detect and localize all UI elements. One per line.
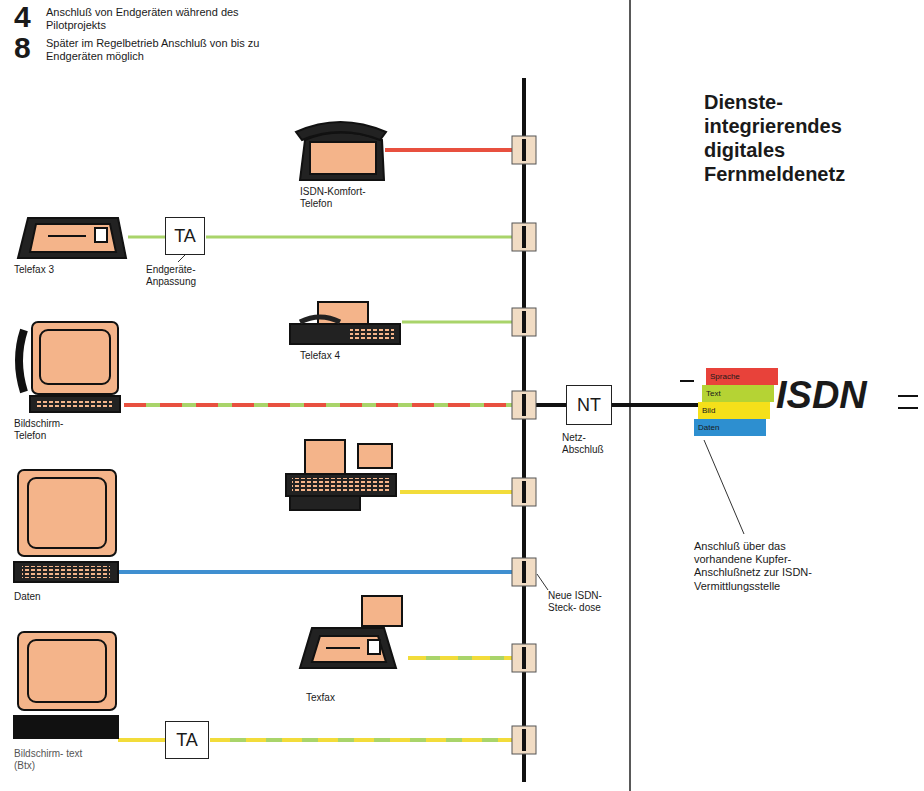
note: Anschluß von Endgeräten während des Pilo…: [46, 6, 286, 32]
adapter-box: TA: [165, 217, 205, 255]
connector-line: [612, 403, 698, 407]
logo-text: ISDN: [776, 376, 906, 414]
device-label: Netz- Abschluß: [562, 432, 622, 456]
node-text: Text: [706, 389, 721, 398]
service-band: Text: [702, 385, 774, 402]
service-band: Sprache: [706, 368, 778, 385]
device-label: Daten: [14, 591, 94, 603]
device-label: Texfax: [306, 692, 396, 704]
callout-number: 4: [14, 2, 44, 32]
device-label: ISDN-Komfort- Telefon: [300, 186, 396, 210]
device-label: Telefax 4: [300, 350, 390, 362]
device-label: Telefax 3: [14, 264, 104, 276]
node-text: TA: [176, 730, 198, 751]
service-band: Bild: [698, 402, 770, 419]
node-text: Bild: [702, 406, 715, 415]
service-band: Daten: [694, 419, 766, 436]
node-text: TA: [174, 226, 196, 247]
node-text: Sprache: [710, 372, 740, 381]
adapter-box: TA: [165, 721, 209, 759]
device-label: Bildschirm- Telefon: [14, 418, 92, 442]
network-termination-box: NT: [566, 385, 612, 425]
note: Später im Regelbetrieb Anschluß von bis …: [46, 37, 316, 63]
device-label: Neue ISDN- Steck- dose: [548, 590, 608, 614]
callout-number: 8: [14, 33, 44, 63]
diagram-title: Dienste- integrierendes digitales Fernme…: [704, 90, 904, 186]
caption-note: Anschluß über das vorhandene Kupfer-Ansc…: [694, 540, 844, 593]
device-label: Bildschirm- text (Btx): [14, 748, 86, 772]
node-text: NT: [577, 395, 601, 416]
node-text: Daten: [698, 423, 719, 432]
device-label: Endgeräte- Anpassung: [146, 264, 226, 288]
